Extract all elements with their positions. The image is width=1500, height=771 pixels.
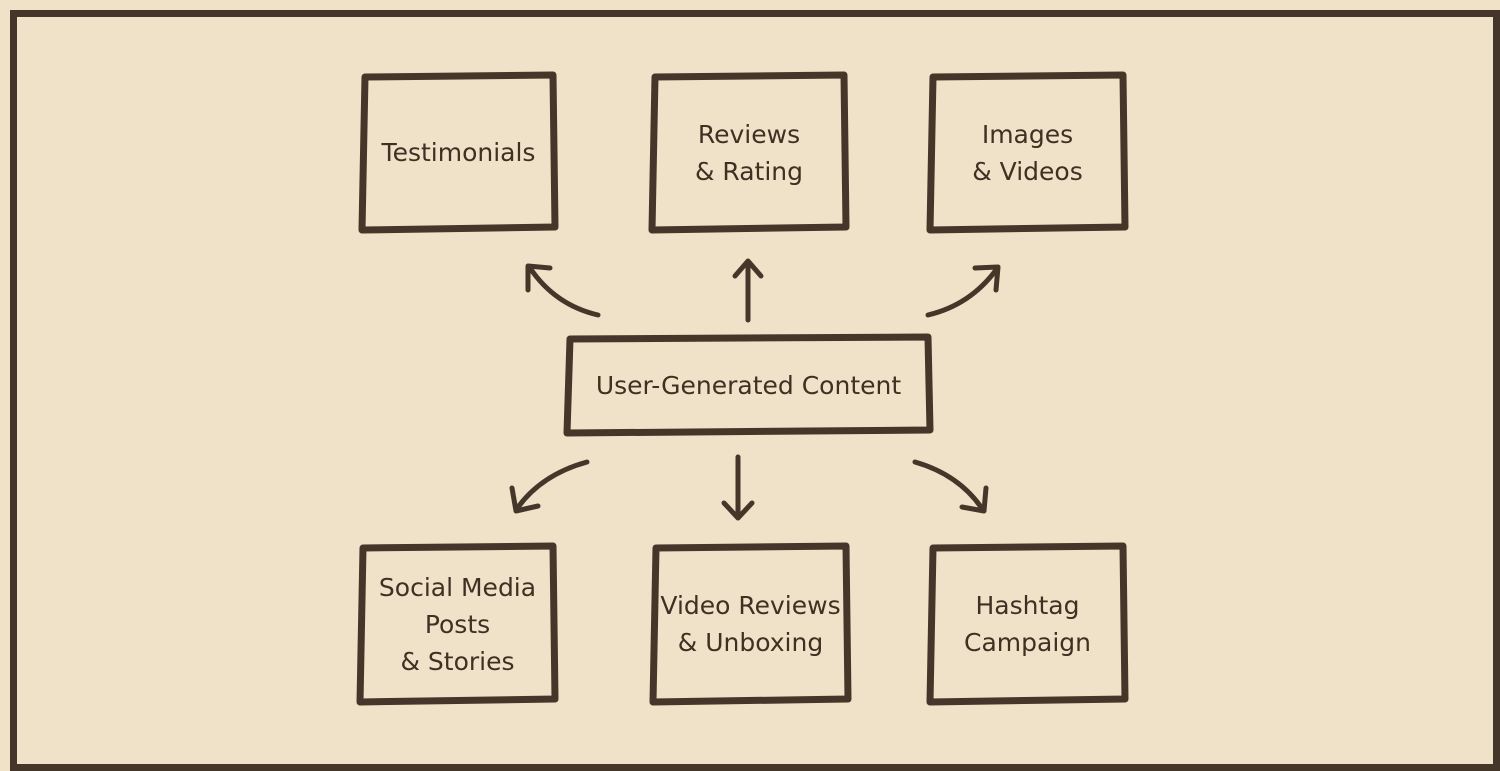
node-box-outline	[926, 542, 1129, 706]
node-social-media-posts: Social Media Posts & Stories	[378, 572, 537, 676]
arrow-to-social-media-head	[509, 485, 541, 514]
node-box-outline	[356, 542, 559, 706]
arrow-to-reviews-head	[732, 258, 764, 279]
arrow-to-images-head	[972, 264, 1001, 293]
node-images-videos: Images & Videos	[972, 119, 1083, 186]
center-node-user-generated-content: User-Generated Content	[595, 370, 902, 400]
diagram-frame	[10, 10, 1500, 771]
node-hashtag-campaign: Hashtag Campaign	[964, 591, 1091, 657]
node-testimonials: Testimonials	[381, 138, 536, 167]
arrow-to-testimonials-head	[525, 263, 553, 293]
node-video-reviews-unboxing: Video Reviews & Unboxing	[660, 591, 841, 657]
node-box-outline	[926, 71, 1129, 234]
arrow-to-social-media	[513, 459, 590, 513]
node-box-outline	[648, 71, 850, 234]
node-reviews-rating: Reviews & Rating	[694, 119, 804, 186]
node-box-outline	[358, 71, 559, 234]
node-box-outline	[563, 333, 934, 437]
arrow-to-testimonials	[527, 265, 601, 318]
arrow-to-video-reviews-head	[721, 500, 755, 521]
arrow-to-hashtag	[912, 459, 986, 513]
arrow-to-images	[925, 267, 999, 318]
node-box-outline	[649, 542, 852, 706]
arrow-to-hashtag-head	[959, 485, 989, 514]
